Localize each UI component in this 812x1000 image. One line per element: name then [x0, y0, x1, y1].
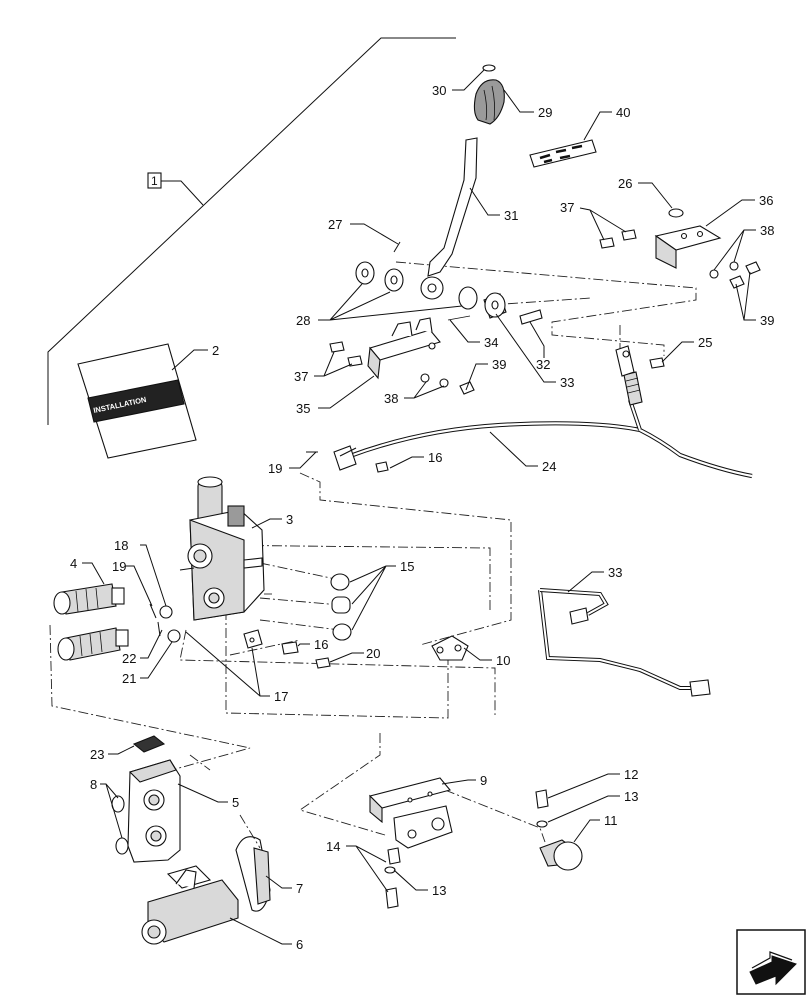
- callout-34: 34: [484, 335, 498, 350]
- callout-28: 28: [296, 313, 310, 328]
- item-15-seal-a: [330, 573, 350, 591]
- item-36-bracket: [599, 208, 761, 289]
- item-15-seal-c: [332, 623, 352, 641]
- item-19-pin: [149, 603, 157, 619]
- callout-21: 21: [122, 671, 136, 686]
- callout-16-upper: 16: [428, 450, 442, 465]
- callout-31: 31: [504, 208, 518, 223]
- pivot-hardware: [329, 241, 543, 395]
- callout-25: 25: [698, 335, 712, 350]
- callout-20: 20: [366, 646, 380, 661]
- assembly-bracket: [47, 37, 456, 425]
- callout-23: 23: [90, 747, 104, 762]
- callout-1: 1: [151, 174, 158, 188]
- callout-2: 2: [212, 343, 219, 358]
- callout-19-lower: 19: [112, 559, 126, 574]
- item-8-seal-b: [115, 837, 129, 855]
- item-26-ring: [668, 208, 684, 218]
- valve-seals: [149, 573, 352, 669]
- item-9-bracket: [368, 777, 453, 849]
- callout-16-lower: 16: [314, 637, 328, 652]
- navigation-arrow-icon[interactable]: [736, 929, 806, 995]
- item-13-washer-a: [536, 820, 548, 828]
- callout-3: 3: [286, 512, 293, 527]
- item-31-lever: [427, 137, 478, 277]
- callout-6: 6: [296, 937, 303, 952]
- item-13-washer-b: [384, 866, 396, 874]
- item-18-washer: [159, 605, 173, 619]
- callout-17: 17: [274, 689, 288, 704]
- item-30-ring: [482, 64, 496, 72]
- item-12-bolt: [535, 789, 549, 809]
- callout-13-lower: 13: [432, 883, 446, 898]
- item-2-installation-manual: INSTALLATION: [77, 343, 197, 459]
- item-33-tube: [538, 588, 711, 697]
- callout-9: 9: [480, 773, 487, 788]
- callout-14: 14: [326, 839, 340, 854]
- callout-38-upper: 38: [760, 223, 774, 238]
- item-3-control-valve: [179, 476, 272, 621]
- items-11-14-hardware: [384, 789, 583, 909]
- callout-19-upper: 19: [268, 461, 282, 476]
- callout-24: 24: [542, 459, 556, 474]
- callout-29: 29: [538, 105, 552, 120]
- callout-39-lower: 39: [492, 357, 506, 372]
- callout-26: 26: [618, 176, 632, 191]
- item-10-plate: [431, 635, 469, 661]
- assembly-centerlines: [49, 261, 697, 849]
- item-15-seal-b: [331, 596, 351, 614]
- item-29-knob: [473, 79, 505, 125]
- callout-30: 30: [432, 83, 446, 98]
- callout-22: 22: [122, 651, 136, 666]
- callout-39-upper: 39: [760, 313, 774, 328]
- callout-4: 4: [70, 556, 77, 571]
- callout-33-lower: 33: [608, 565, 622, 580]
- callout-37-upper: 37: [560, 200, 574, 215]
- callout-40: 40: [616, 105, 630, 120]
- callout-38-lower: 38: [384, 391, 398, 406]
- callout-18: 18: [114, 538, 128, 553]
- item-14-bolt: [385, 887, 399, 909]
- item-4-couplers: [53, 583, 129, 661]
- callout-32: 32: [536, 357, 550, 372]
- callout-37-lower: 37: [294, 369, 308, 384]
- item-32-pin: [519, 309, 543, 325]
- callout-12: 12: [624, 767, 638, 782]
- item-6-7: [141, 836, 271, 945]
- item-28-washer-c: [458, 286, 478, 310]
- callout-15: 15: [400, 559, 414, 574]
- item-20-bolt: [315, 657, 331, 669]
- callout-11: 11: [604, 813, 618, 828]
- callout-36: 36: [759, 193, 773, 208]
- item-23-5-8: [111, 735, 181, 863]
- item-40-decal: [529, 139, 597, 168]
- callout-labels: 30 29 40 1 26 36 31 37 27 38 39 28 34 32…: [70, 83, 774, 952]
- callout-35: 35: [296, 401, 310, 416]
- lever-knob-assembly: [420, 64, 505, 300]
- item-16-bolt: [281, 641, 299, 655]
- callout-7: 7: [296, 881, 303, 896]
- item-21-washer: [167, 629, 181, 643]
- item-24-cable: [306, 345, 753, 479]
- callout-5: 5: [232, 795, 239, 810]
- callout-10: 10: [496, 653, 510, 668]
- callout-8: 8: [90, 777, 97, 792]
- callout-13-right: 13: [624, 789, 638, 804]
- callout-27: 27: [328, 217, 342, 232]
- callout-33-upper: 33: [560, 375, 574, 390]
- leader-lines: [82, 69, 756, 945]
